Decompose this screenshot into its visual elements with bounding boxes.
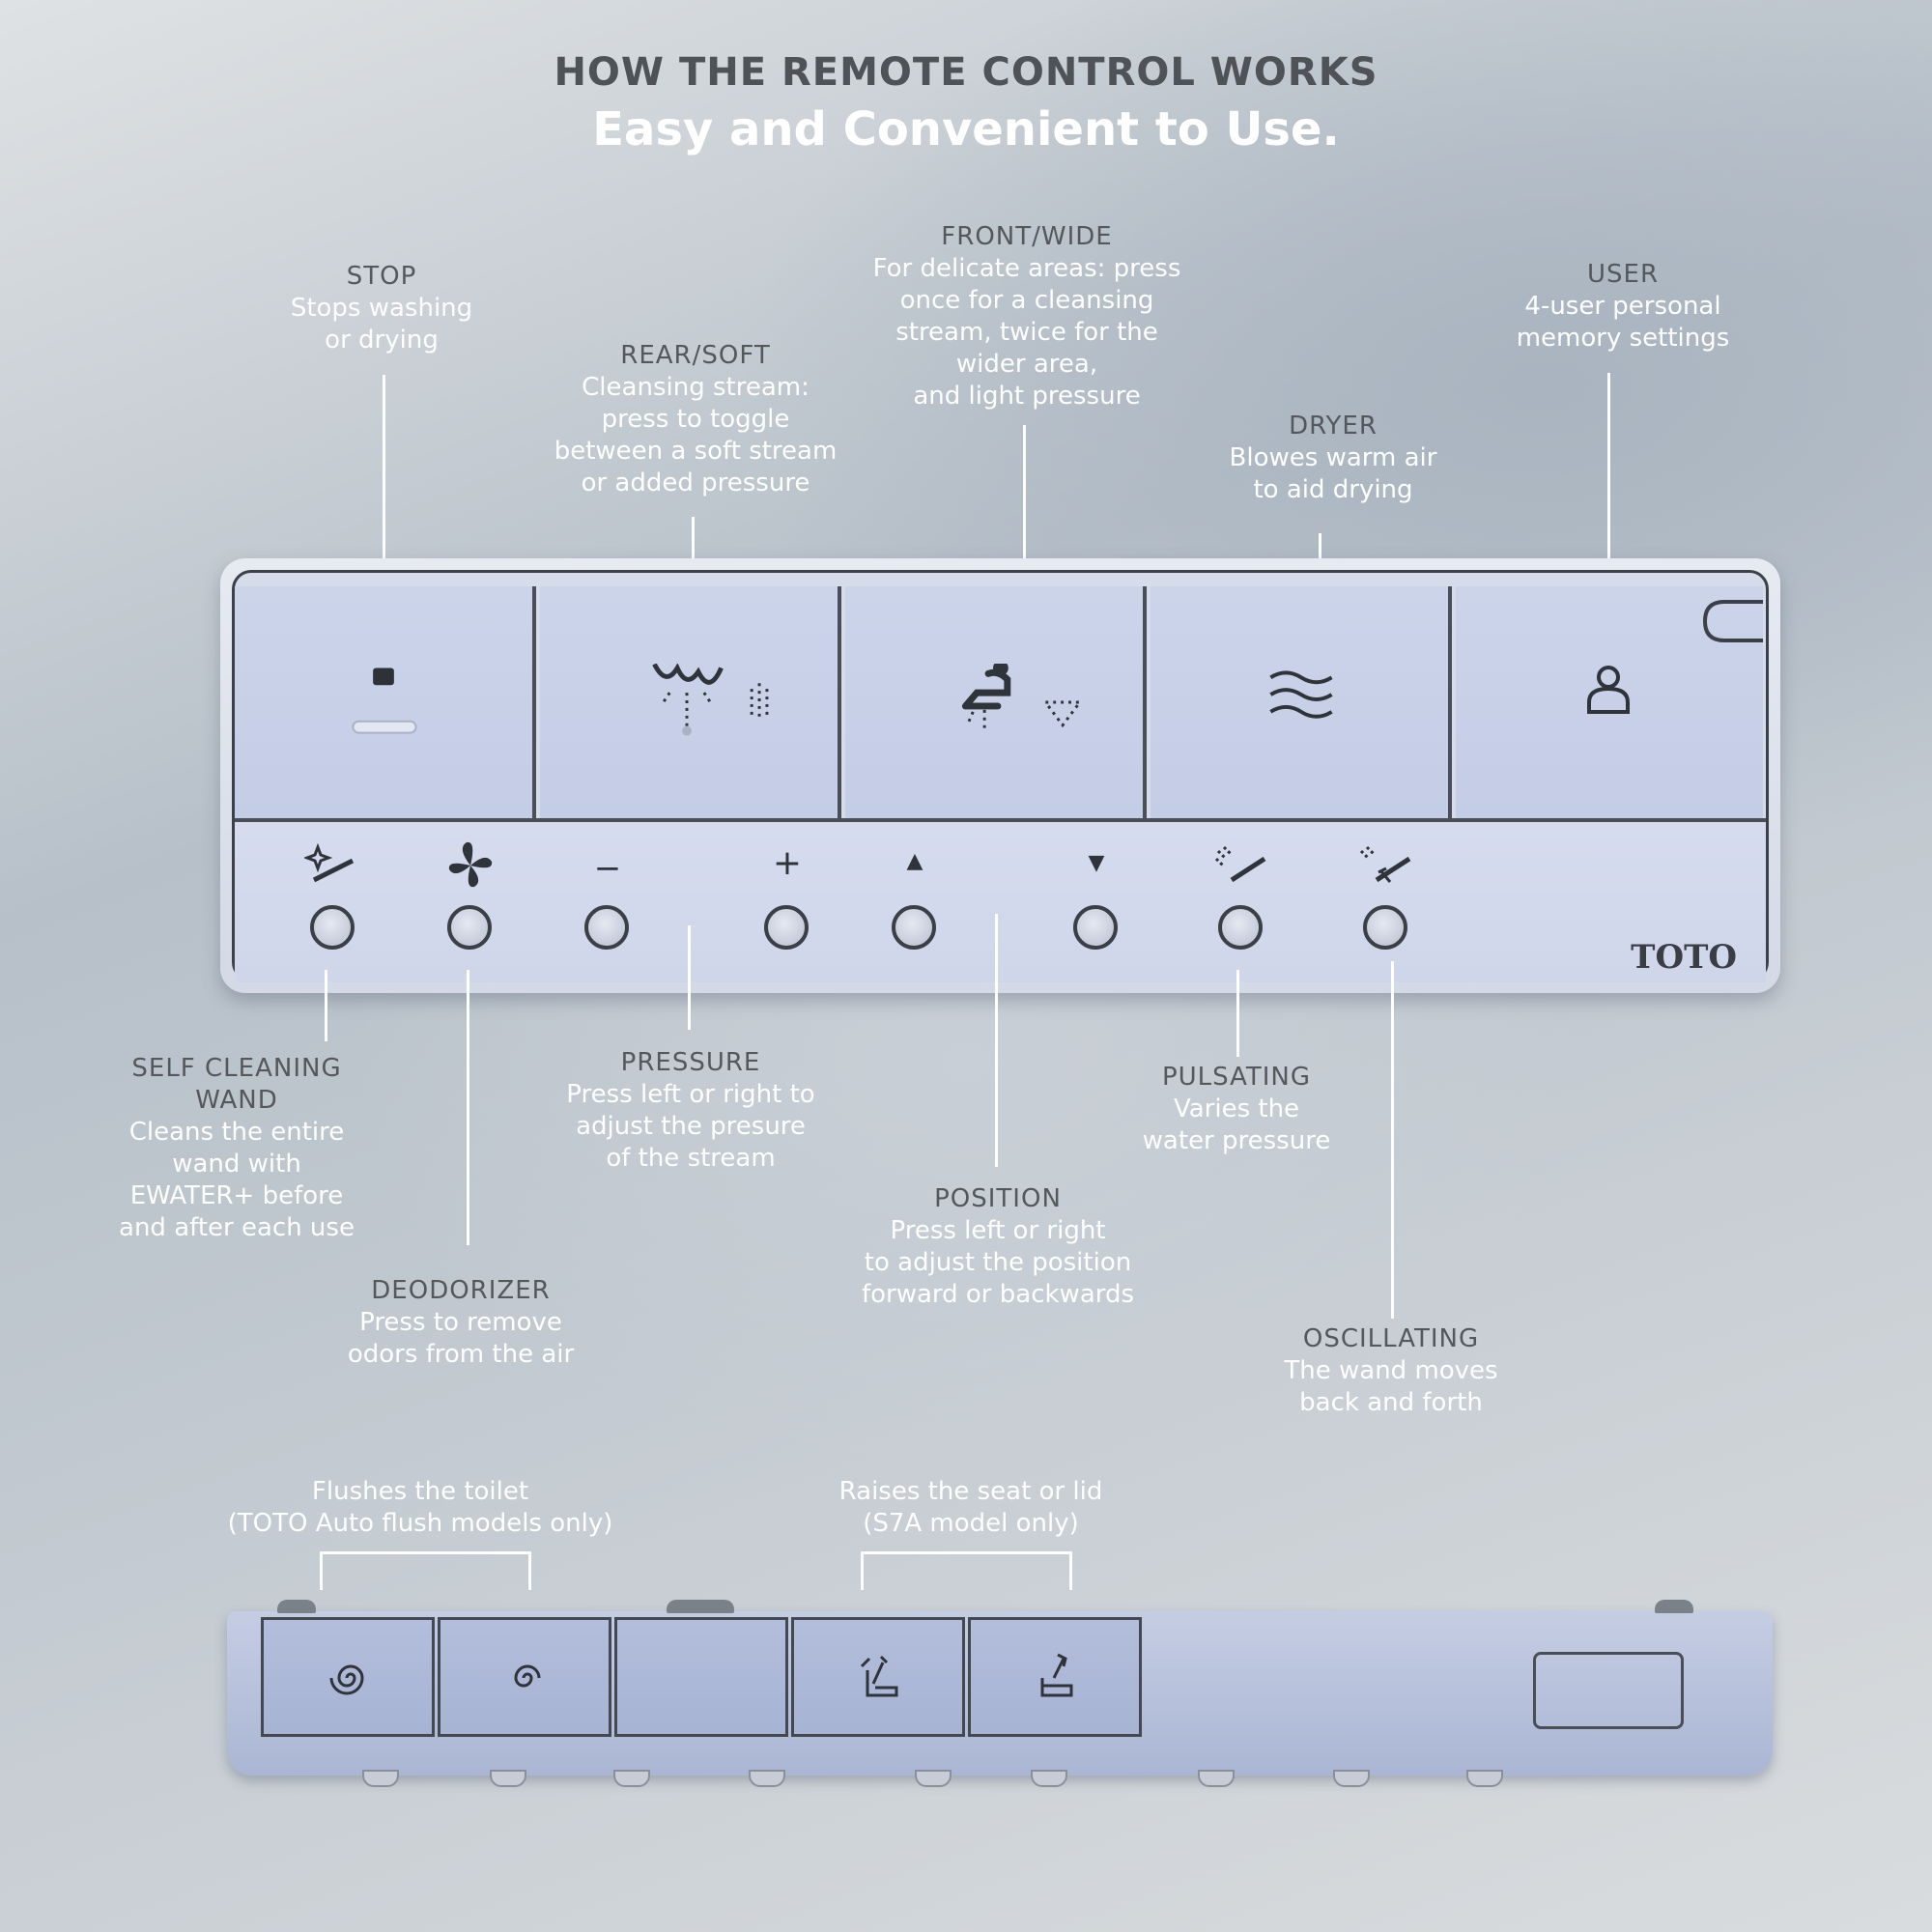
bracket-icon <box>1702 600 1763 642</box>
front-wide-button[interactable] <box>845 586 1147 818</box>
down-arrow-icon: ▼ <box>1088 851 1105 875</box>
callout-title: STOP <box>346 262 417 291</box>
callout-desc: Varies the water pressure <box>1142 1094 1331 1155</box>
callout-title: POSITION <box>934 1184 1062 1213</box>
callout-dryer: DRYER Blowes warm air to aid drying <box>1188 411 1478 506</box>
stop-button[interactable] <box>235 586 536 818</box>
position-backward-button[interactable] <box>1073 905 1118 950</box>
callout-desc: Blowes warm air to aid drying <box>1229 443 1437 504</box>
user-button[interactable] <box>1456 586 1763 818</box>
stop-icon <box>352 668 417 734</box>
callout-desc: 4-user personal memory settings <box>1516 292 1730 353</box>
full-flush-button[interactable] <box>261 1617 435 1737</box>
blank-button[interactable] <box>614 1617 788 1737</box>
seat-open-icon <box>1040 1653 1073 1697</box>
front-wash-icon <box>961 664 1083 731</box>
callout-title: USER <box>1586 260 1660 289</box>
callout-desc: Cleansing stream: press to toggle betwee… <box>554 373 838 497</box>
dryer-button[interactable] <box>1151 586 1452 818</box>
callout-rear-soft: REAR/SOFT Cleansing stream: press to tog… <box>526 340 865 499</box>
callout-desc: Raises the seat or lid (S7A model only) <box>838 1477 1103 1538</box>
callout-desc: Stops washing or drying <box>290 294 473 355</box>
light-flush-icon <box>514 1664 541 1688</box>
callout-deodorizer: DEODORIZER Press to remove odors from th… <box>316 1275 606 1371</box>
lid-open-button[interactable] <box>791 1617 965 1737</box>
rear-soft-button[interactable] <box>540 586 841 818</box>
self-cleaning-wand-icon <box>304 842 355 883</box>
callout-position: POSITION Press left or right to adjust t… <box>829 1183 1167 1311</box>
callout-raise: Raises the seat or lid (S7A model only) <box>807 1476 1135 1540</box>
callout-title: PULSATING <box>1161 1063 1312 1092</box>
callout-title: SELF CLEANING WAND <box>131 1054 342 1115</box>
side-panel <box>227 1600 1773 1787</box>
rear-wash-icon <box>652 664 769 736</box>
callout-desc: Flushes the toilet (TOTO Auto flush mode… <box>227 1477 613 1538</box>
light-flush-button[interactable] <box>438 1617 611 1737</box>
seat-open-button[interactable] <box>968 1617 1142 1737</box>
callout-title: DRYER <box>1289 412 1378 440</box>
callout-stop: STOP Stops washing or drying <box>261 261 502 356</box>
position-forward-button[interactable] <box>892 905 936 950</box>
pulsating-button[interactable] <box>1218 905 1263 950</box>
callout-desc: The wand moves back and forth <box>1284 1356 1498 1417</box>
remote-control: − + ▲ ▼ TOTO <box>220 558 1780 993</box>
page-subtitle: Easy and Convenient to Use. <box>592 102 1340 156</box>
oscillating-button[interactable] <box>1363 905 1407 950</box>
dryer-icon <box>1269 670 1333 719</box>
callout-desc: For delicate areas: press once for a cle… <box>872 254 1181 411</box>
callout-pressure: PRESSURE Press left or right to adjust t… <box>526 1047 855 1175</box>
deodorizer-button[interactable] <box>447 905 492 950</box>
page-title: HOW THE REMOTE CONTROL WORKS <box>554 50 1378 95</box>
callout-title: DEODORIZER <box>371 1276 551 1305</box>
indicator-window <box>1533 1652 1684 1729</box>
callout-user: USER 4-user personal memory settings <box>1478 259 1768 355</box>
pressure-decrease-button[interactable] <box>584 905 629 950</box>
self-cleaning-wand-button[interactable] <box>310 905 355 950</box>
callout-title: PRESSURE <box>620 1048 761 1077</box>
user-icon <box>1587 666 1630 714</box>
callout-title: OSCILLATING <box>1302 1324 1480 1353</box>
pressure-increase-button[interactable] <box>764 905 809 950</box>
pulsating-icon <box>1214 845 1266 883</box>
deodorizer-icon <box>448 841 493 888</box>
callout-desc: Cleans the entire wand with EWATER+ befo… <box>119 1118 355 1242</box>
callout-pulsating: PULSATING Varies the water pressure <box>1101 1062 1372 1157</box>
lower-button-row: − + ▲ ▼ TOTO <box>235 818 1766 982</box>
full-flush-icon <box>329 1664 364 1695</box>
lid-open-icon <box>860 1655 898 1697</box>
callout-title: FRONT/WIDE <box>941 222 1113 251</box>
oscillating-icon <box>1359 845 1411 883</box>
callout-desc: Press to remove odors from the air <box>347 1308 575 1369</box>
callout-title: REAR/SOFT <box>620 341 771 370</box>
callout-self-cleaning-wand: SELF CLEANING WAND Cleans the entire wan… <box>97 1053 377 1244</box>
plus-icon: + <box>772 843 803 883</box>
callout-front-wide: FRONT/WIDE For delicate areas: press onc… <box>838 221 1215 412</box>
callout-desc: Press left or right to adjust the positi… <box>861 1216 1135 1309</box>
minus-icon: − <box>593 849 622 888</box>
remote-body: − + ▲ ▼ TOTO <box>232 570 1769 982</box>
up-arrow-icon: ▲ <box>906 849 923 873</box>
callout-desc: Press left or right to adjust the presur… <box>566 1080 815 1173</box>
brand-logo: TOTO <box>1631 938 1737 977</box>
callout-flush: Flushes the toilet (TOTO Auto flush mode… <box>193 1476 647 1540</box>
callout-oscillating: OSCILLATING The wand moves back and fort… <box>1246 1323 1536 1419</box>
